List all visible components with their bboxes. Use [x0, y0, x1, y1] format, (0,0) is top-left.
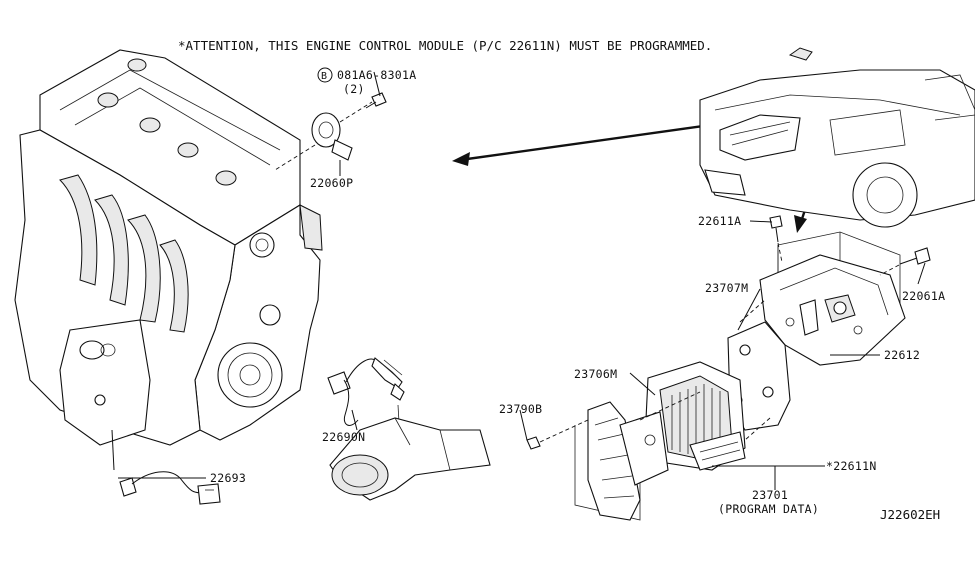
- diagram-code: J22602EH: [880, 507, 940, 522]
- rear-cover-label: 23706M: [574, 367, 617, 381]
- ecm-bolt-label: 22611A: [698, 214, 741, 228]
- program-data-desc-label: (PROGRAM DATA): [718, 502, 819, 516]
- ecm-rear-cover: [574, 391, 701, 521]
- nut-label: 23790B: [499, 402, 542, 416]
- knock-sensor-label: 22060P: [310, 176, 353, 190]
- front-cover-label: 23707M: [705, 281, 748, 295]
- engine-control-module: [644, 361, 746, 471]
- catalytic-converter: [59, 319, 151, 446]
- ecm-bolt: [769, 215, 783, 263]
- engine-assembly: [14, 49, 323, 446]
- o2-sensor-lower-label: 22693: [210, 471, 246, 485]
- bracket-bolt-label: 22061A: [902, 289, 945, 303]
- bolt-label: B 081A6-8301A (2): [317, 67, 416, 96]
- bolt-symbol: B: [321, 71, 327, 82]
- ecm-label: *22611N: [826, 459, 877, 473]
- bracket-bolt: [879, 247, 931, 276]
- mounting-bolt: [365, 92, 387, 109]
- nut: [526, 419, 589, 450]
- program-data-code-label: 23701: [752, 488, 788, 502]
- leader-lines: [118, 71, 926, 490]
- bolt-code-label: 081A6-8301A: [337, 68, 416, 82]
- o2-sensor-upper: [327, 357, 405, 441]
- knock-sensor-part: [274, 101, 373, 171]
- ecm-bracket-assembly: [759, 231, 906, 366]
- vehicle-front: [699, 47, 975, 228]
- spark-plug-wells: [97, 58, 237, 186]
- attention-note: *ATTENTION, THIS ENGINE CONTROL MODULE (…: [178, 38, 712, 53]
- exhaust-manifold: [59, 174, 189, 333]
- o2-sensor-upper-label: 22690N: [322, 430, 365, 444]
- o2-sensor-lower: [111, 429, 221, 505]
- bracket-label: 22612: [884, 348, 920, 362]
- exhaust-front-pipe: [329, 417, 491, 501]
- ecm-heat-fins: [671, 384, 721, 458]
- bolt-qty-label: (2): [343, 82, 365, 96]
